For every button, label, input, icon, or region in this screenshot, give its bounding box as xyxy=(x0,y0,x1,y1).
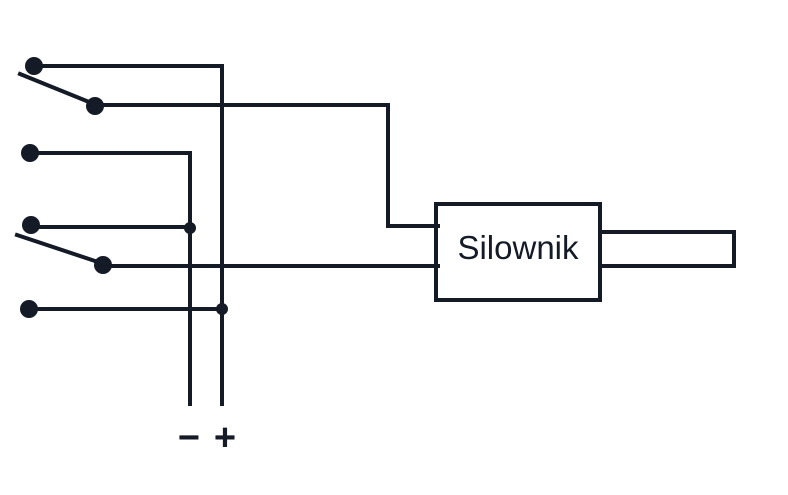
switch-2-lever xyxy=(14,232,104,266)
switch-2 xyxy=(14,144,112,318)
wire-negative-rail xyxy=(28,151,192,406)
actuator-rod xyxy=(598,230,736,268)
negative-label: − xyxy=(178,417,200,459)
wire-switch-1-to-actuator xyxy=(93,103,440,228)
actuator-body xyxy=(434,202,602,302)
actuator-label: Silownik xyxy=(457,229,579,266)
positive-label: + xyxy=(214,417,236,459)
switch-1 xyxy=(17,57,104,115)
switch-1-lever xyxy=(17,71,97,107)
actuator: Silownik xyxy=(434,202,736,302)
junction-positive xyxy=(216,303,228,315)
junction-negative xyxy=(184,222,196,234)
wire-positive-rail xyxy=(32,64,224,406)
